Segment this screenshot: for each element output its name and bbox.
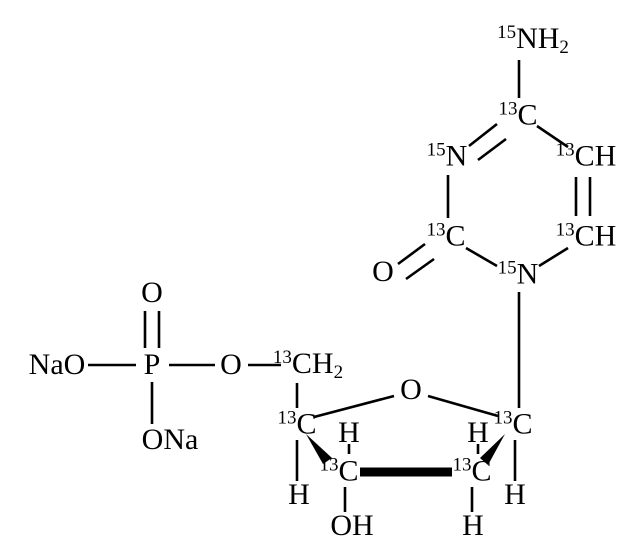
isotope-label-13: 13 <box>493 407 513 429</box>
atom-symbol: C <box>296 407 317 441</box>
isotope-label-13: 13 <box>498 98 518 120</box>
atom-ester-oxygen: O <box>220 350 242 380</box>
atom-c1prime: 13C <box>493 409 532 440</box>
isotope-label-15: 15 <box>426 139 446 161</box>
atom-symbol: N <box>445 139 468 173</box>
atom-symbol: P <box>143 348 161 381</box>
atom-phosphorus: P <box>144 350 161 380</box>
atom-symbol: H <box>467 416 489 449</box>
atom-symbol: CH <box>574 139 617 173</box>
atom-symbol: NaO <box>28 348 86 381</box>
atom-ring-c6: 13CH <box>556 221 617 252</box>
subscript-2: 2 <box>333 362 344 383</box>
atom-ring-c4: 13C <box>498 100 537 131</box>
atom-symbol: O <box>141 276 163 309</box>
atom-amine-n15: 15NH2 <box>497 23 569 57</box>
isotope-label-15: 15 <box>497 22 517 43</box>
atom-hydrogen-c1prime-inner: H <box>467 418 489 448</box>
atom-symbol: C <box>445 219 466 253</box>
isotope-label-13: 13 <box>452 454 472 476</box>
atom-symbol: CH <box>291 347 334 380</box>
isotope-label-13: 13 <box>319 454 339 476</box>
atom-symbol: C <box>512 407 533 441</box>
atom-symbol: H <box>288 478 310 511</box>
atom-sodium-oxide-left: NaO <box>29 350 86 380</box>
isotope-label-13: 13 <box>277 407 297 429</box>
atom-hydrogen-c4prime-down: H <box>288 480 310 510</box>
atom-symbol: C <box>517 98 538 132</box>
atom-symbol: O <box>400 373 422 406</box>
atom-c3prime: 13C <box>319 456 358 487</box>
atom-symbol: H <box>338 416 360 449</box>
atom-c5prime: 13CH2 <box>273 348 343 382</box>
atom-symbol: OH <box>330 509 374 542</box>
atom-hydrogen-c1prime-down: H <box>504 480 526 510</box>
atom-symbol: O <box>372 255 394 288</box>
isotope-label-13: 13 <box>555 139 575 161</box>
atom-carbonyl-oxygen: O <box>372 257 394 287</box>
atom-phosphoryl-oxygen: O <box>141 278 163 308</box>
atom-symbol: O <box>220 348 242 381</box>
bond-c4prime-to-sugar-o <box>313 394 395 419</box>
bond-c4-to-n3-a <box>468 122 498 148</box>
subscript-2: 2 <box>559 37 569 58</box>
atom-c2prime: 13C <box>452 456 491 487</box>
atom-ring-c5: 13CH <box>556 141 617 172</box>
atom-hydrogen-c4prime-inner: H <box>338 418 360 448</box>
atom-symbol: H <box>462 509 484 542</box>
atom-oxide-sodium-bottom: ONa <box>142 425 199 455</box>
atom-c4prime: 13C <box>277 409 316 440</box>
bond-c4-to-n3-b <box>477 137 507 162</box>
atom-hydroxyl: OH <box>330 511 373 541</box>
isotope-label-13: 13 <box>272 347 292 368</box>
atom-hydrogen-c2prime-down: H <box>462 511 484 541</box>
atom-symbol: C <box>471 454 492 488</box>
isotope-label-13: 13 <box>555 219 575 241</box>
atom-sugar-ring-oxygen: O <box>400 375 422 405</box>
atom-symbol: NH <box>516 22 560 55</box>
bond-sugar-o-to-c1prime <box>427 394 499 418</box>
atom-symbol: C <box>338 454 359 488</box>
bond-c2-to-n1 <box>465 246 498 268</box>
atom-ring-c2: 13C <box>426 221 465 252</box>
isotope-label-15: 15 <box>497 257 517 279</box>
atom-symbol: N <box>516 257 539 291</box>
atom-symbol: H <box>504 478 526 511</box>
atom-symbol: CH <box>574 219 617 253</box>
bond-c2-to-o-b <box>405 257 435 281</box>
atom-symbol: ONa <box>141 423 199 456</box>
atom-ring-n3: 15N <box>427 141 468 172</box>
isotope-label-13: 13 <box>426 219 446 241</box>
bond-c2-to-o-a <box>397 242 426 266</box>
atom-ring-n1: 15N <box>498 259 539 290</box>
